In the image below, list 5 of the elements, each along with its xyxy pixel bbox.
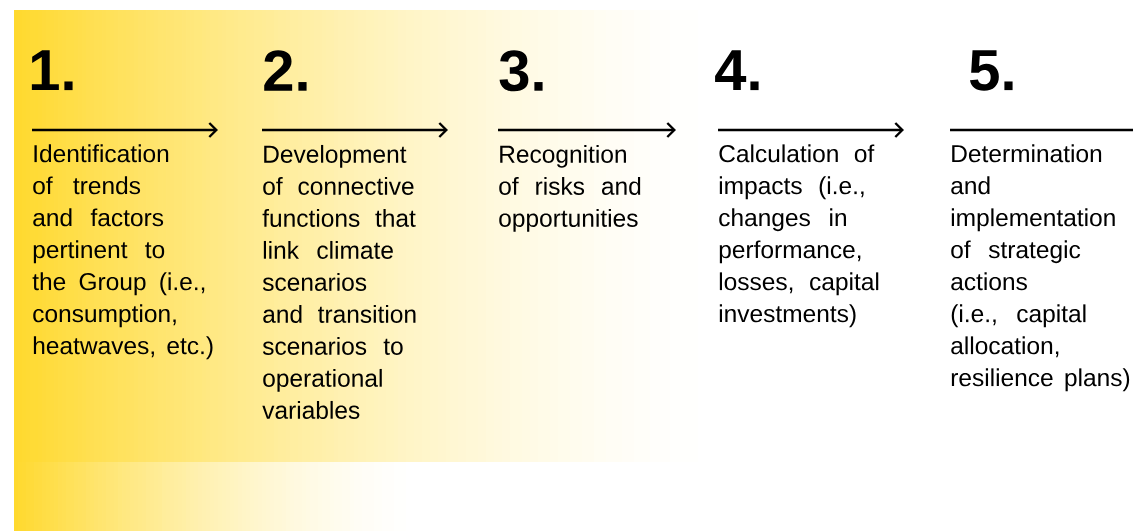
process-step: 2. Development of connective functions that link climate scenarios and transition scenarios to operational variables <box>262 50 416 419</box>
process-step: 5. Determination and implementation of strategic actions (i.e., capital allocation, resilience plans) <box>951 50 1130 392</box>
process-step: 3. Recognition of risks and opportunities <box>499 50 641 232</box>
process-step: 1. Identification of trends and factors pertinent to the Group (i.e., consumption, heatwaves, etc.) <box>31 50 213 360</box>
process-step: 4. Calculation of impacts (i.e., changes in performance, losses, capital investments) <box>715 50 879 328</box>
